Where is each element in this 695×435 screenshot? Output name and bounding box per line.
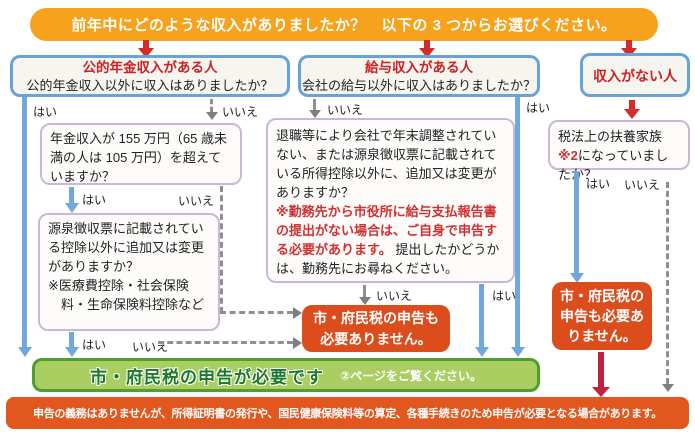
arrow-noincome-head	[624, 109, 640, 119]
dependent-question-before: 税法上の扶養家族	[558, 129, 663, 144]
line-salary-no-shaft	[313, 99, 316, 110]
salary-category-box: 給与収入がある人 会社の給与以外に収入はありましたか？	[298, 55, 540, 97]
line-dependent-yes-shaft	[574, 171, 579, 274]
no-filing-needed-box-middle: 市・府民税の申告も必要ありません。	[302, 305, 450, 352]
withholding-note: ※医療費控除・社会保険料・生命保険料控除など	[48, 278, 205, 312]
arrow-top-to-salary-shaft	[424, 40, 430, 49]
label-withholding-yes: はい	[82, 338, 107, 352]
line-withholding-no-horizontal	[158, 341, 293, 344]
arrow-right-to-bottom-head	[592, 387, 610, 397]
line-salary-yes-head	[511, 347, 525, 357]
line-dependent-no-head	[662, 384, 674, 392]
line-yearend-yes-head	[475, 347, 489, 357]
arrow-noincome-shaft	[629, 100, 635, 110]
flowchart-title-banner: 前年中にどのような収入がありましたか？ 以下の 3 つからお選びください。	[30, 8, 658, 41]
bottom-note-banner: 申告の義務はありませんが、所得証明書の発行や、国民健康保険料等の算定、各種手続き…	[6, 397, 689, 429]
flowchart-title: 前年中にどのような収入がありましたか？ 以下の 3 つからお選びください。	[71, 17, 617, 34]
filing-required-text: 市・府民税の申告が必要です	[90, 367, 325, 387]
arrow-top-to-salary-head	[419, 48, 435, 58]
line-amount-no-vertical	[220, 186, 223, 313]
no-filing-needed-middle-text: 市・府民税の申告も必要ありません。	[313, 310, 439, 347]
label-yearend-yes: はい	[492, 289, 517, 303]
label-dependent-yes: はい	[586, 177, 611, 191]
line-pension-yes-head	[18, 347, 32, 357]
label-pension-no: いいえ	[222, 105, 259, 119]
arrow-amount-yes-shaft	[69, 187, 74, 204]
arrow-right-to-bottom-shaft	[598, 352, 604, 388]
line-pension-no-head	[206, 112, 218, 120]
line-dependent-no-shaft	[666, 182, 669, 384]
line-yearend-no-shaft	[363, 285, 366, 297]
line-pension-no-shaft	[210, 99, 213, 112]
pension-category-title: 公的年金収入がある人	[82, 60, 218, 75]
line-amount-no-horizontal	[220, 311, 293, 314]
line-yearend-no-head	[359, 297, 371, 305]
label-amount-yes: はい	[82, 193, 107, 207]
line-salary-no-head	[309, 110, 321, 118]
arrow-withholding-yes-head	[65, 347, 79, 357]
label-dependent-no: いいえ	[624, 178, 661, 192]
line-salary-yes-shaft	[515, 97, 520, 347]
salary-category-title: 給与収入がある人	[365, 60, 473, 75]
salary-category-question: 会社の給与以外に収入はありましたか？	[301, 78, 536, 93]
arrow-amount-yes-head	[65, 203, 79, 213]
withholding-deduction-question-box: 源泉徴収票に記載されている控除以外に追加又は変更がありますか？ ※医療費控除・社…	[38, 213, 220, 331]
line-withholding-no-head	[293, 337, 302, 349]
pension-amount-question-box: 年金収入が 155 万円（65 歳未満の人は 105 万円）を超えていますか？	[40, 123, 242, 185]
filing-required-subtext: ②ページをご覧ください。	[340, 368, 482, 383]
withholding-question: 源泉徴収票に記載されている控除以外に追加又は変更がありますか？	[48, 221, 205, 274]
label-pension-yes: はい	[33, 105, 58, 119]
arrow-withholding-yes-shaft	[69, 332, 74, 348]
pension-category-question: 公的年金収入以外に収入はありましたか？	[26, 78, 274, 93]
dependent-family-question-box: 税法上の扶養家族 ※2になっていましたか？	[548, 120, 690, 182]
arrow-top-to-pension-shaft	[143, 40, 149, 49]
line-yearend-yes-shaft	[479, 284, 484, 348]
label-amount-no: いいえ	[178, 194, 215, 208]
yearend-question: 退職等により会社で年末調整されていない、または源泉徴収票に記載されている所得控除…	[276, 128, 497, 200]
arrow-top-to-pension-head	[138, 48, 154, 58]
pension-category-box: 公的年金収入がある人 公的年金収入以外に収入はありましたか？	[10, 55, 290, 97]
yearend-adjustment-question-box: 退職等により会社で年末調整されていない、または源泉徴収票に記載されている所得控除…	[266, 118, 515, 283]
label-salary-no: いいえ	[327, 103, 364, 117]
no-filing-needed-box-right: 市・府民税の申告も必要ありません。	[552, 282, 652, 350]
yearend-followup: 提出したかどうかは、勤務先にお尋ねください。	[276, 242, 500, 276]
pension-amount-question: 年金収入が 155 万円（65 歳未満の人は 105 万円）を超えていますか？	[50, 131, 227, 184]
line-pension-yes-shaft	[22, 97, 27, 347]
noincome-category-box: 収入がない人	[580, 53, 690, 97]
filing-required-banner: 市・府民税の申告が必要です ②ページをご覧ください。	[32, 358, 540, 392]
dependent-question-after: になっていましたか？	[558, 148, 669, 182]
label-yearend-no: いいえ	[376, 289, 413, 303]
dependent-question-ref: ※2	[558, 148, 578, 163]
line-dependent-yes-head	[570, 273, 584, 283]
yearend-warning: ※勤務先から市役所に給与支払報告書の提出がない場合は、ご自身で申告する必要があり…	[276, 204, 498, 257]
no-filing-needed-right-text: 市・府民税の申告も必要ありません。	[560, 287, 644, 345]
bottom-note-text: 申告の義務はありませんが、所得証明書の発行や、国民健康保険料等の算定、各種手続き…	[33, 408, 662, 420]
arrow-top-to-noincome-shaft	[626, 40, 632, 49]
noincome-category-title: 収入がない人	[593, 67, 677, 84]
label-salary-yes: はい	[526, 101, 551, 115]
line-amount-no-head	[293, 307, 302, 319]
